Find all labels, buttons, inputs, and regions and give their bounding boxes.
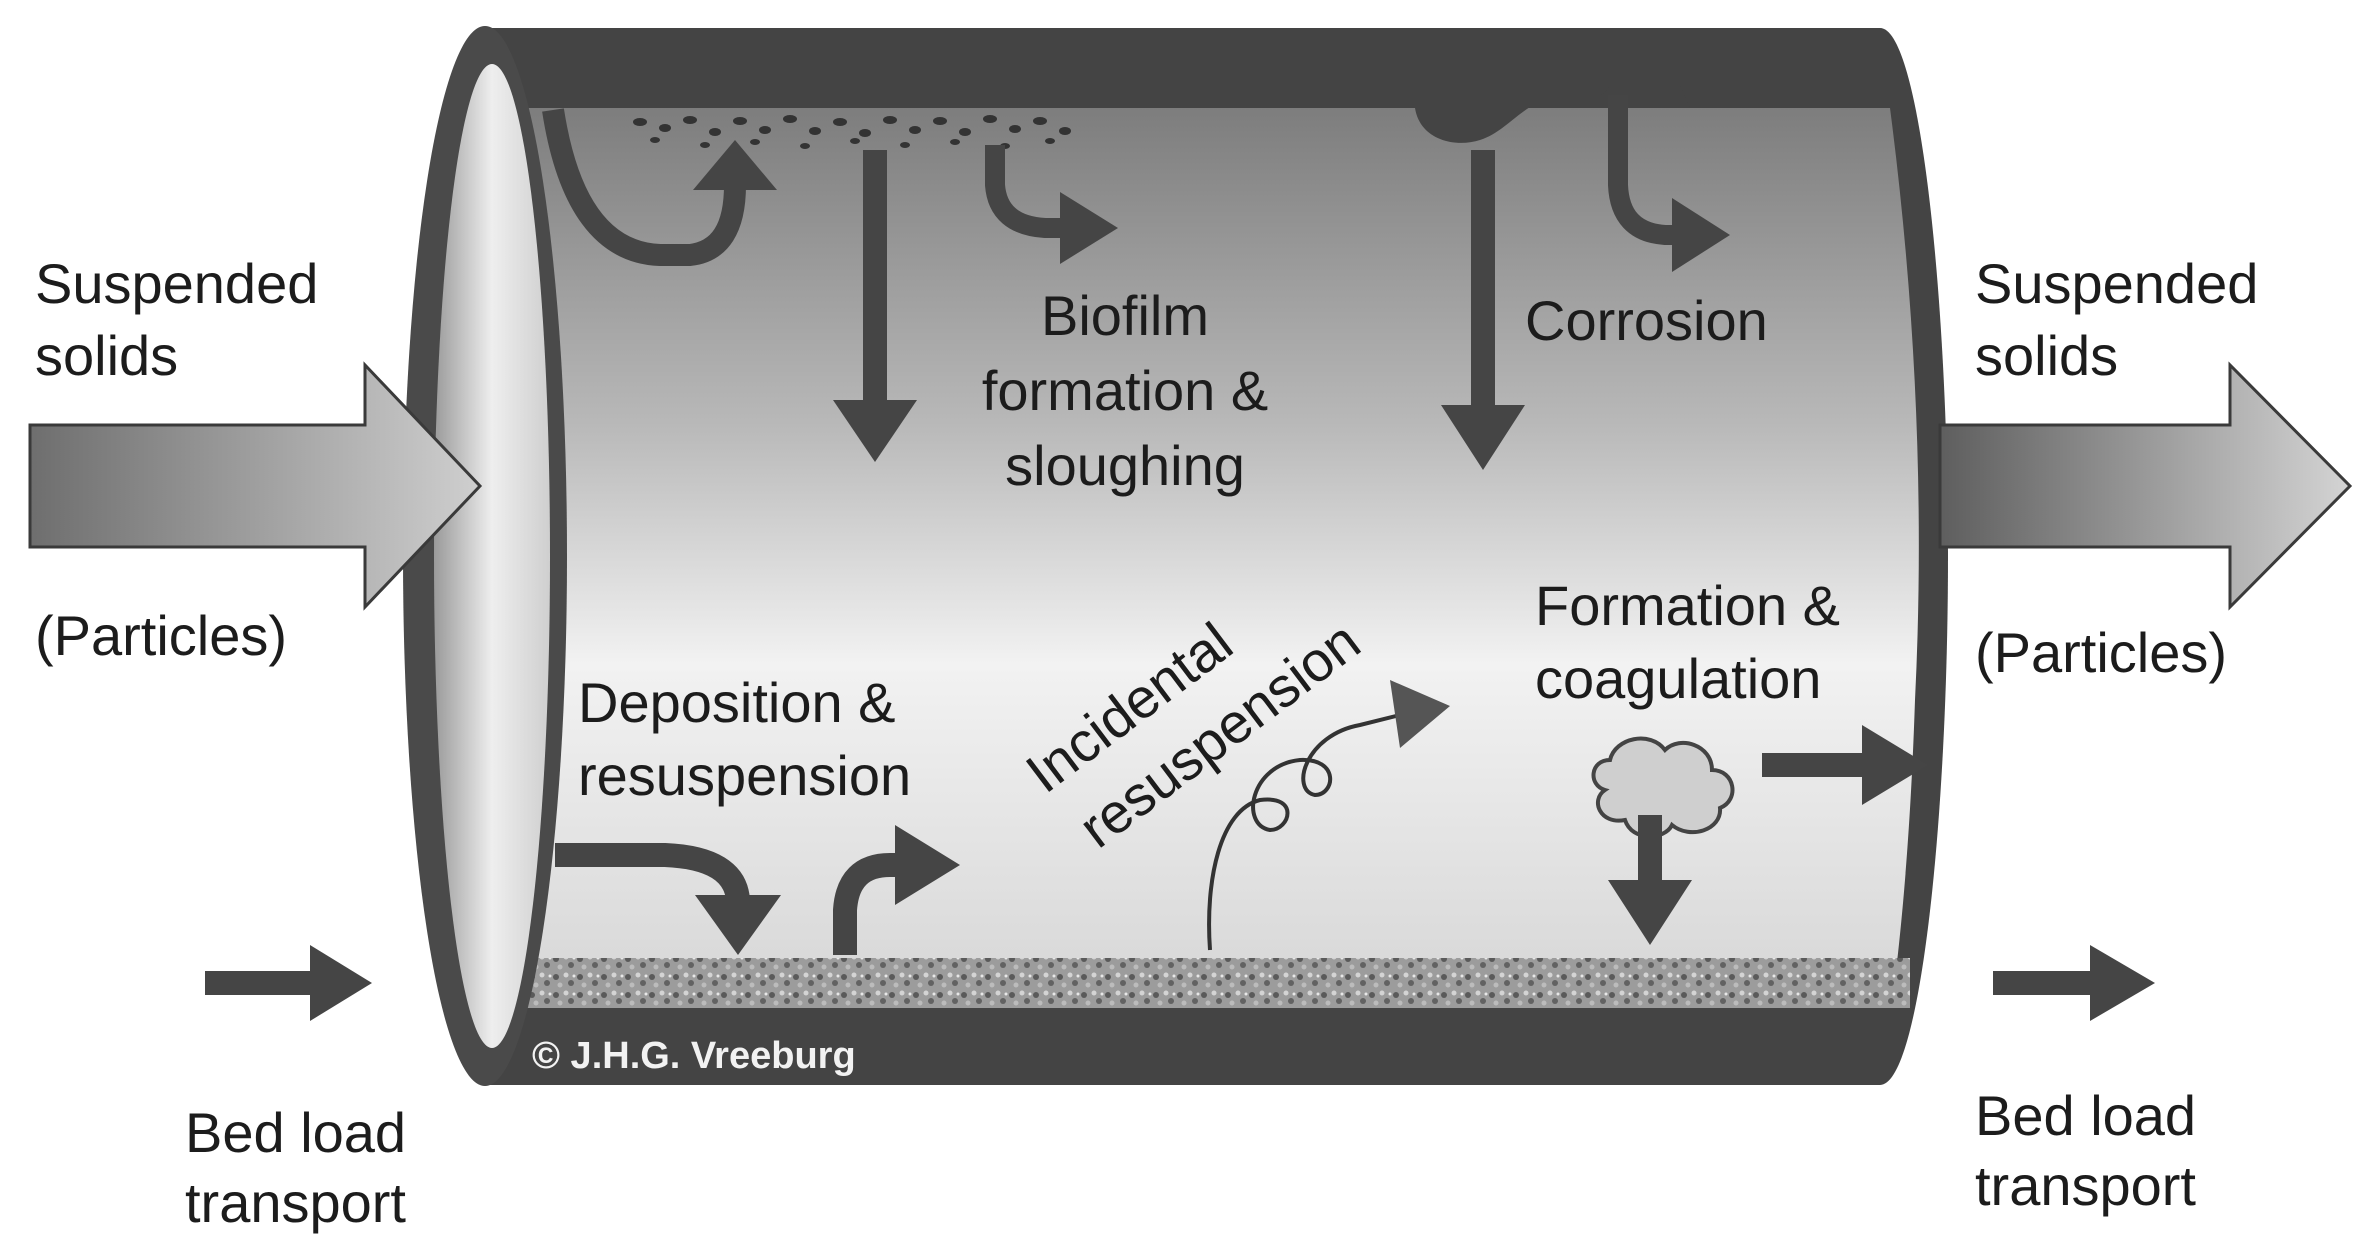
deposition-label-2: resuspension [578, 744, 911, 807]
deposition-arrow [555, 843, 781, 955]
right-particles-label: (Particles) [1975, 621, 2227, 684]
corrosion-label: Corrosion [1525, 289, 1768, 352]
biofilm-label-1: Biofilm [1041, 284, 1209, 347]
biofilm-label-3: sloughing [1005, 434, 1245, 497]
corrosion-release-arrow [1608, 95, 1730, 272]
formation-label-1: Formation & [1535, 574, 1840, 637]
suspended-solids-in-arrow [28, 361, 483, 611]
right-bed-load-label-1: Bed load [1975, 1084, 2196, 1147]
left-suspended-label-1: Suspended [35, 252, 318, 315]
pipe-interior [480, 108, 1919, 1005]
coagulation-cloud-icon [1591, 736, 1735, 839]
deposition-label-1: Deposition & [578, 671, 896, 734]
formation-label-2: coagulation [1535, 647, 1821, 710]
copyright-label: © J.H.G. Vreeburg [532, 1035, 856, 1077]
incidental-swirl-arrow [1207, 680, 1450, 951]
left-particles-label: (Particles) [35, 604, 287, 667]
coagulation-down-arrow [1608, 815, 1692, 945]
corrosion-down-arrow [1441, 150, 1525, 470]
biofilm-sloughing-arrow [985, 145, 1118, 264]
right-suspended-label-2: solids [1975, 324, 2118, 387]
bed-load-in-arrow [205, 945, 372, 1021]
bed-load-out-arrow [1993, 945, 2155, 1021]
suspended-solids-out-arrow [1938, 361, 2353, 611]
left-suspended-label-2: solids [35, 324, 178, 387]
left-bed-load-label-2: transport [185, 1171, 406, 1234]
biofilm-down-arrow [833, 150, 917, 462]
pipe-opening [434, 64, 550, 1048]
sediment-bed [515, 958, 1910, 1008]
left-bed-load-label-1: Bed load [185, 1101, 406, 1164]
coagulation-right-arrow [1762, 725, 1928, 805]
biofilm-label-2: formation & [982, 359, 1268, 422]
biofilm-attach-arrow [542, 108, 777, 266]
right-suspended-label-1: Suspended [1975, 252, 2258, 315]
biofilm-particles [633, 115, 1071, 149]
right-bed-load-label-2: transport [1975, 1154, 2196, 1217]
resuspension-arrow [833, 825, 960, 955]
